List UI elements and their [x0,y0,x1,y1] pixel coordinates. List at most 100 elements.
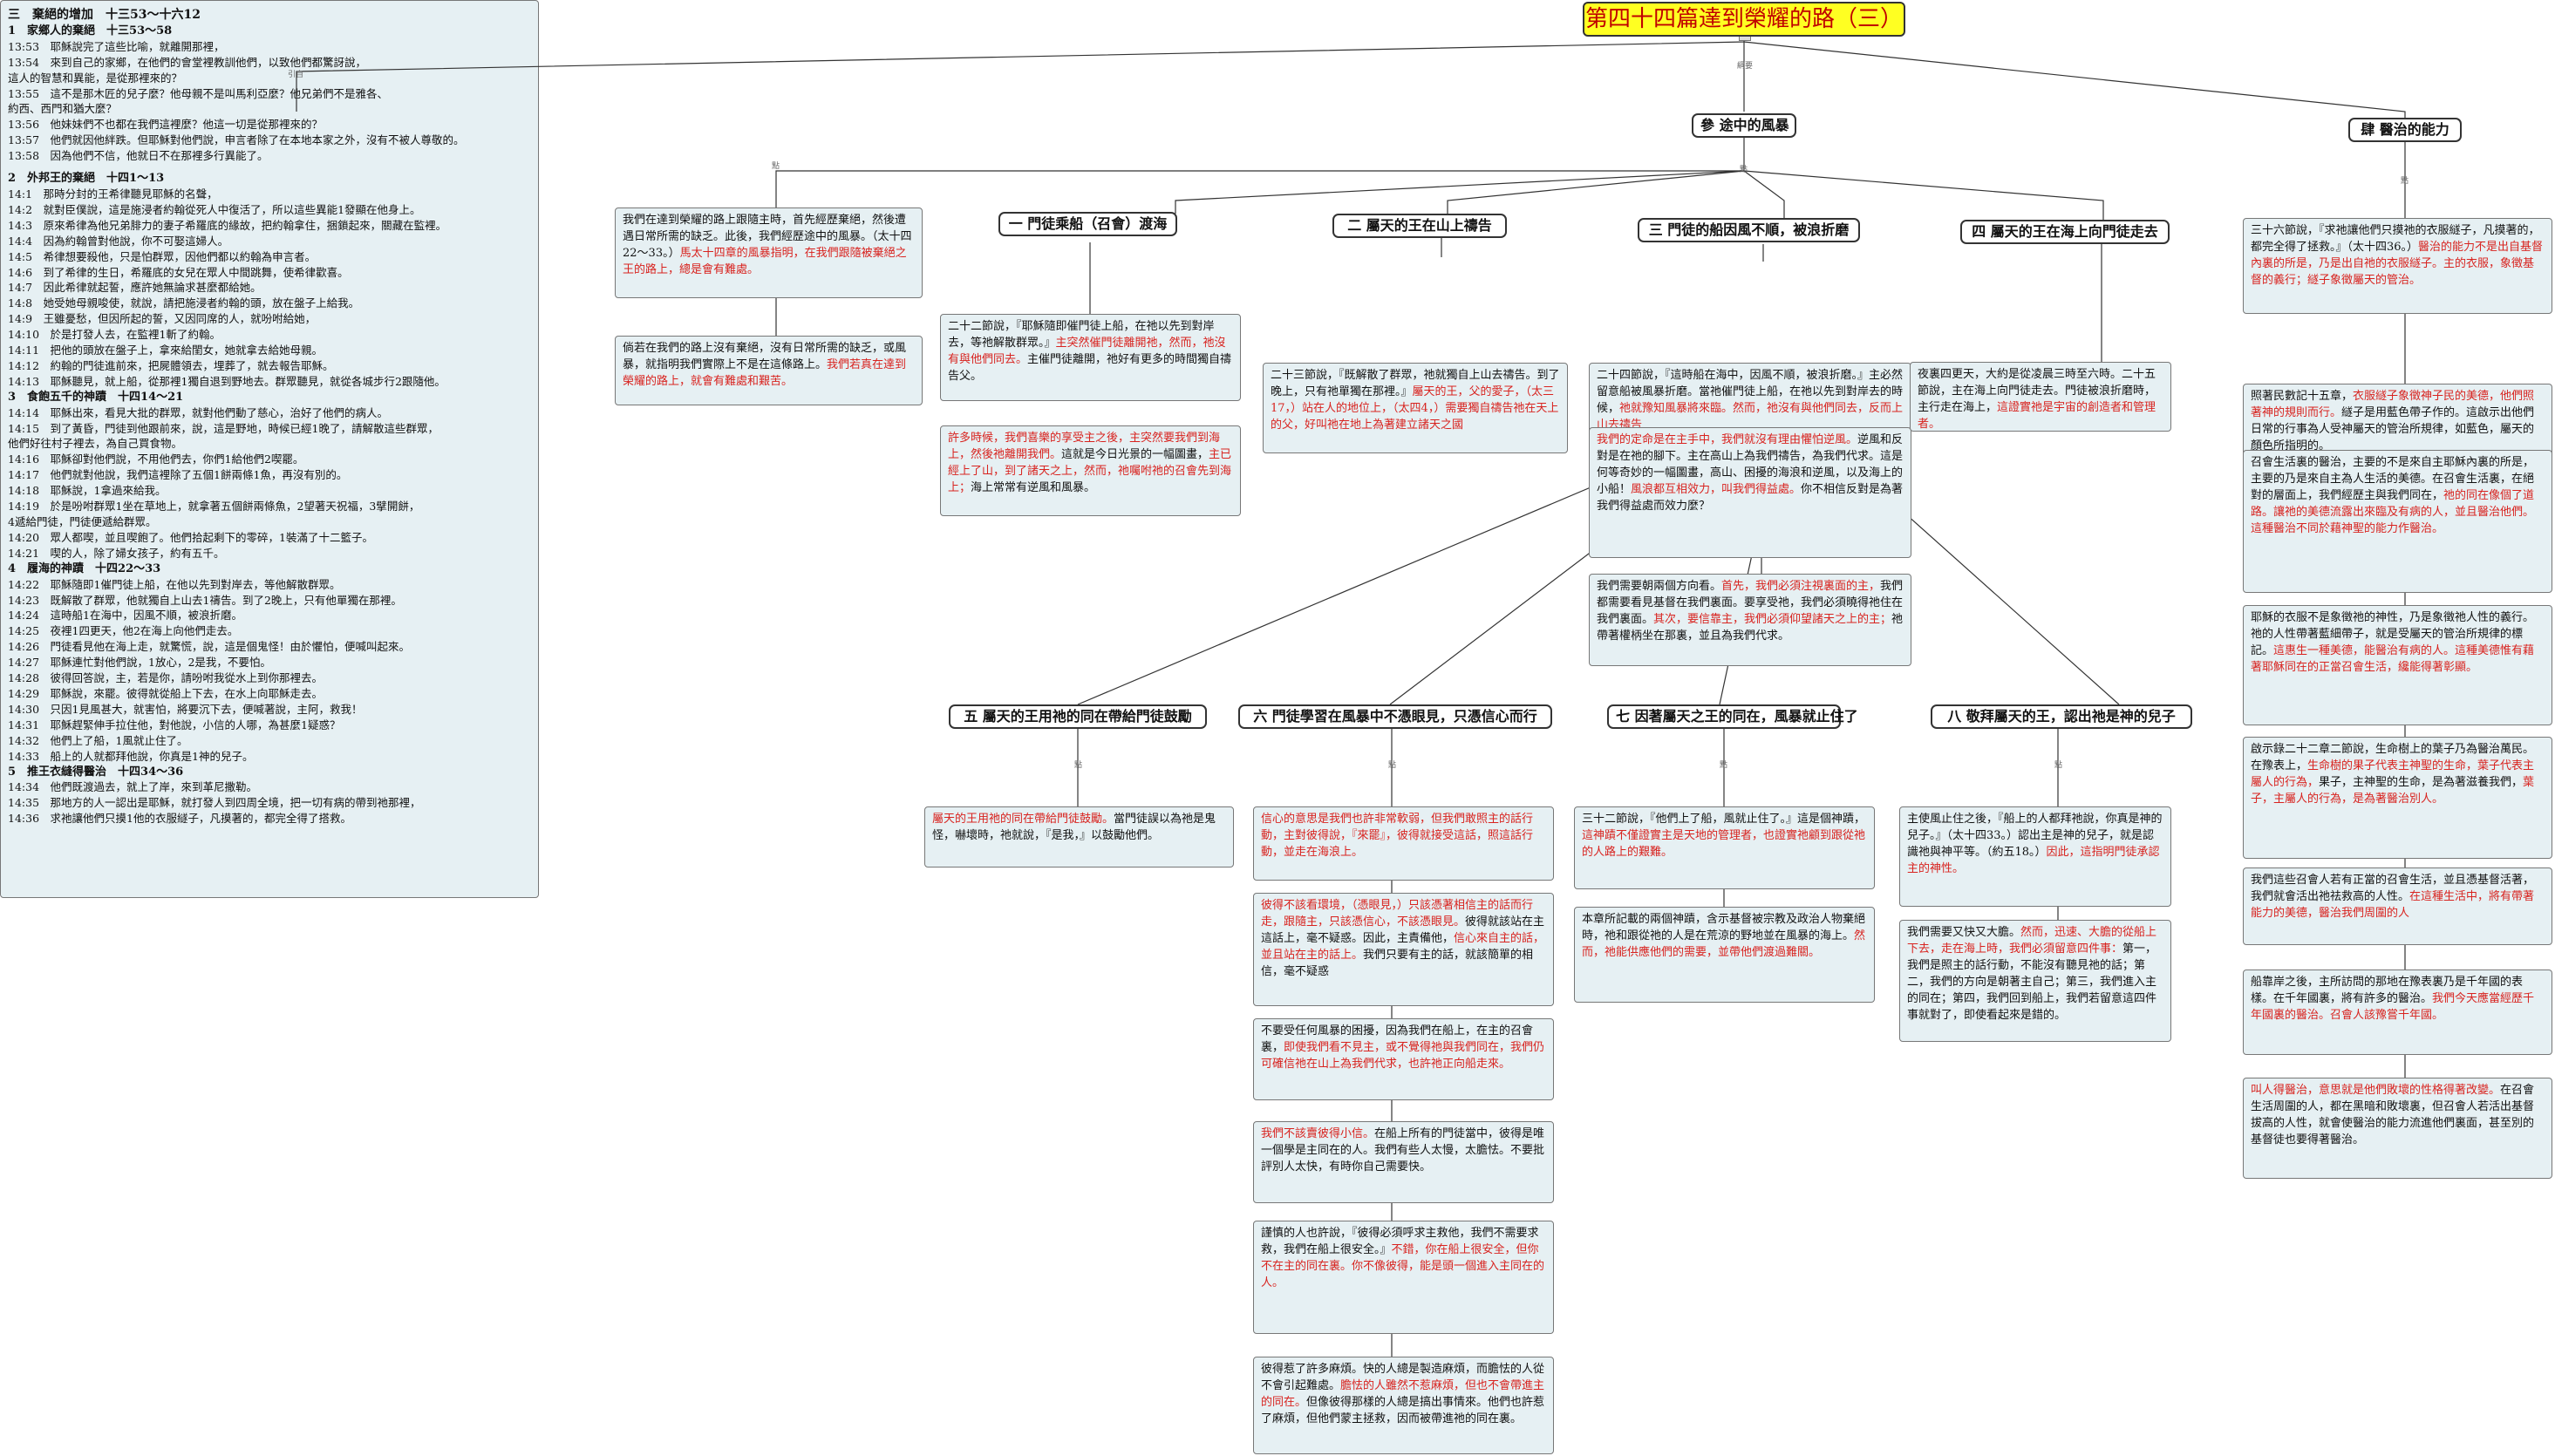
text-run: 衣服繸子象徵神子民的美德，他們照著神的規則而行。 [2251,390,2535,419]
link-label-point: 點 [1388,761,1397,770]
sub3-box-3: 我們需要朝兩個方向看。首先，我們必須注視裏面的主，我們都需要看見基督在我們裏面。… [1589,574,1911,666]
text-run: 我們這些召會人若有正當的召會生活，並且憑基督活著，我們就會活出祂祛救高的人性。 [2251,874,2535,903]
verse-line: 14:8 她受她母親唆使，就說，請把施浸者約翰的頭，放在盤子上給我。 [8,296,360,310]
verse-line: 14:33 船上的人就都拜他說，你真是1神的兒子。 [8,749,254,763]
text-run: 我們若真在達到榮耀的路上，就會有難處和艱苦。 [623,358,907,388]
sub6-box-2: 彼得不該看環境，（憑眼見，）只該憑著相信主的話而行走，跟隨主，只該憑信心，不該憑… [1253,893,1554,1006]
text-run: 二十四節說，『這時船在海中，因風不順，被浪折磨。』主必然留意船被風暴折磨。當祂催… [1597,369,1904,415]
link-label-point: 點 [1074,761,1083,770]
text-run: 這就是今日光景的一幅圖畫， [1061,448,1209,461]
verse-line: 14:18 耶穌說，1拿過來給我。 [8,484,167,498]
text-run: 你不相信反對是為著我們得益處而效力麼？ [1597,483,1904,513]
verse-line: 14:27 耶穌連忙對他們說，1放心，2是我，不要怕。 [8,656,271,670]
text-run: 第一，我們是照主的話行動，不能沒有聽見祂的話；第二，我們的方向是朝著主自己；第三… [1907,942,2157,1022]
sub5-heading[interactable]: 五 屬天的王用祂的同在帶給門徒鼓勵 [949,704,1207,729]
subsection-heading: 4 履海的神蹟 十四22～33 [8,561,161,575]
sub4-heading[interactable]: 四 屬天的王在海上向門徒走去 [1960,220,2170,244]
sub1-heading[interactable]: 一 門徒乘船（召會）渡海 [998,212,1177,236]
text-run: 主的衣服，象徵基督的義行；繸子象徵屬天的管治。 [2251,257,2535,287]
text-run: 信心的意思是我們也許非常軟弱，但我們敢照主的話行動，主對彼得說，『來罷』，彼得就… [1261,813,1534,859]
text-run: 主催門徒離開，祂好有更多的時間獨自禱告父。 [948,353,1232,383]
text-run: 首先，我們必須注視裏面的主， [1721,580,1881,593]
verse-line: 4遞給門徒，門徒便遞給群眾。 [8,515,157,528]
link-label-outline: 綱要 [1737,62,1754,71]
sub3-box-2: 我們的定命是在主手中，我們就沒有理由懼怕逆風。逆風和反對是在祂的腳下。主在高山上… [1589,427,1911,558]
text-run: 祂帶著權柄坐在那裏，並且為我們代求。 [1597,613,1904,643]
sub2-heading[interactable]: 二 屬天的王在山上禱告 [1332,214,1507,238]
subsection-heading: 3 食飽五千的神蹟 十四14～21 [8,390,184,404]
verse-line: 14:5 希律想要殺他，只是怕群眾，因他們都以約翰為申言者。 [8,249,317,263]
text-run: 風浪都互相效力，叫我們得益處。 [1631,483,1802,496]
link-label-point: 點 [2401,177,2409,186]
text-run: 夜裏四更天，大約是從凌晨三時至六時。二十五節說，主在海上向門徒走去。門徒被浪折磨… [1918,368,2156,414]
verse-line: 他們好往村子裡去，為自己買食物。 [8,437,183,451]
healing-box-4: 耶穌的衣服不是象徵祂的神性，乃是象徵祂人性的義行。祂的人性帶著藍細帶子，就是受屬… [2243,605,2552,725]
text-run: 在這種生活中，將有帶著能力的美德，醫治我們周圍的人 [2251,890,2535,920]
sub1-box-1: 二十二節說，『耶穌隨即催門徒上船，在祂以先到對岸去，等祂解散群眾。』主突然催門徒… [940,314,1241,401]
text-run: 因此，這指明門徒承認主的神性。 [1907,846,2160,875]
sub7-heading[interactable]: 七 因著屬天之王的同在，風暴就止住了 [1607,704,1858,729]
verse-line: 14:22 耶穌隨即1催門徒上船，在他以先到對岸去，等他解散群眾。 [8,577,341,591]
sub7-box-2: 本章所記載的兩個神蹟，含示基督被宗教及政治人物棄絕時，祂和跟從祂的人是在荒涼的野… [1574,907,1875,1003]
text-run: 祂的同在像個了道路。讓祂的美德流露出來臨及有病的人，並且醫治他們。這種醫治不同於… [2251,489,2535,535]
text-run: 海上常常有逆風和風暴。 [971,481,1096,494]
text-run: 信心來自主的話，並且站在主的話上。 [1261,932,1545,962]
text-run: 召會生活裏的醫治，主要的不是來自主耶穌內裏的所是，主要的乃是來自主為人生活的美德… [2251,456,2535,502]
subsection-heading: 5 推王衣縫得醫治 十四34～36 [8,765,184,779]
verse-line: 13:57 他們就因他絆跌。但耶穌對他們說，申言者除了在本地本家之外，沒有不被人… [8,133,465,147]
link-label-point: 點 [772,162,780,171]
text-run: 這惠生一種美德，能醫治有病的人。這種美德惟有藉著耶穌同在的正當召會生活，纔能得著… [2251,644,2535,674]
sub6-box-5: 謹慎的人也許說，『彼得必須呼求主救他，我們不需要求救，我們在船上很安全。』不錯，… [1253,1221,1554,1334]
verse-line: 14:6 到了希律的生日，希羅底的女兒在眾人中間跳舞，使希律歡喜。 [8,265,349,279]
verse-line: 14:24 這時船1在海中，因風不順，被浪折磨。 [8,609,242,623]
verse-line: 14:19 於是吩咐群眾1坐在草地上，就拿著五個餅兩條魚，2望著天祝福，3擘開餅… [8,500,420,514]
text-run: 當門徒誤以為祂是鬼怪，嚇壞時，祂就說，『是我，』以鼓勵他們。 [932,813,1216,842]
text-run: 照著民數記十五章， [2251,390,2354,403]
verse-line: 13:53 耶穌說完了這些比喻，就離開那裡， [8,39,225,53]
verse-line: 14:16 耶穌卻對他們說，不用他們去，你們1給他們2喫罷。 [8,452,304,466]
text-run: 耶穌的衣服不是象徵祂的神性，乃是象徵祂人性的義行。祂的人性帶著藍細帶子，就是受屬… [2251,611,2535,657]
verse-line: 13:55 這不是那木匠的兒子麼？他母親不是叫馬利亞麼？他兄弟們不是雅各、 [8,86,389,100]
text-run: 二十二節說，『耶穌隨即催門徒上船，在祂以先到對岸去，等祂解散群眾。』 [948,320,1215,350]
verse-line: 14:36 求祂讓他們只摸1他的衣服繸子，凡摸著的，都完全得了搭救。 [8,812,351,826]
branch-four-heading[interactable]: 肆 醫治的能力 [2348,118,2462,142]
verse-line: 14:25 夜裡1四更天，他2在海上向他們走去。 [8,624,239,638]
subsection-heading: 1 家鄉人的棄絕 十三53～58 [8,24,173,37]
text-run: 謹慎的人也許說，『彼得必須呼求主救他，我們不需要求救，我們在船上很安全。』 [1261,1227,1539,1256]
text-run: 膽怯的人雖然不惹麻煩，但也不會帶進主的同在。 [1261,1379,1545,1409]
healing-box-1: 三十六節說，『求祂讓他們只摸祂的衣服繸子，凡摸著的，都完全得了拯救。』（太十四3… [2243,218,2552,314]
text-run: 逆風和反對是在祂的腳下。主在高山上為我們禱告，為我們代求。這是何等奇妙的一幅圖畫… [1597,433,1904,496]
text-run: 即使我們看不見主，或不覺得祂與我們同在，我們仍可確信祂在山上為我們代求，也許祂正… [1261,1041,1545,1071]
sub3-heading[interactable]: 三 門徒的船因風不順，被浪折磨 [1638,218,1860,242]
verse-line: 14:3 原來希律為他兄弟腓力的妻子希羅底的緣故，把約翰拿住，捆鎖起來，關藏在監… [8,218,447,232]
sub8-heading[interactable]: 八 敬拜屬天的王，認出祂是神的兒子 [1931,704,2192,729]
verse-line: 14:26 門徒看見他在海上走，就驚慌，說，這是個鬼怪！由於懼怕，便喊叫起來。 [8,640,411,654]
sub6-box-6: 彼得惹了許多麻煩。快的人總是製造麻煩，而膽怯的人從不會引起難處。膽怯的人雖然不惹… [1253,1357,1554,1454]
text-run: 在召會生活周圍的人，都在黑暗和敗壞裏，但召會人若活出基督拔高的人性，就會使醫治的… [2251,1084,2535,1146]
branch-three-heading[interactable]: 參 途中的風暴 [1692,113,1796,138]
sub8-box-2: 我們需要又快又大膽。然而，迅速、大膽的從船上下去，走在海上時，我們必須留意四件事… [1899,920,2171,1042]
sub1-box-2: 許多時候，我們喜樂的享受主之後，主突然要我們到海上，然後祂離開我們。這就是今日光… [940,425,1241,516]
text-run: 三十二節說，『他們上了船，風就止住了。』這是個神蹟， [1582,813,1866,826]
text-run: 倘若在我們的路上沒有棄絕，沒有日常所需的缺乏，或風暴，就指明我們實際上不是在這條… [623,342,907,371]
text-run: 不要受任何風暴的困擾，因為我們在船上，在主的召會裏， [1261,1024,1534,1054]
link-label-intro: 引自 [288,71,304,79]
text-run: 主突然催門徒離開祂，然而，祂沒有與他們同去。 [948,337,1226,366]
text-run: 二十三節說，『既解散了群眾，祂就獨自上山去禱告。到了晚上，只有祂單獨在那裡。』 [1271,369,1560,398]
verse-line: 14:7 因此希律就起誓，應許她無論求甚麼都給她。 [8,281,262,295]
sub4-box-1: 夜裏四更天，大約是從凌晨三時至六時。二十五節說，主在海上向門徒走去。門徒被浪折磨… [1910,362,2171,432]
verse-line: 14:31 耶穌趕緊伸手拉住他，對他說，小信的人哪，為甚麼1疑惑？ [8,718,341,731]
verse-line: 14:1 那時分封的王希律聽見耶穌的名聲， [8,187,218,201]
verse-line: 14:29 耶穌說，來罷。彼得就從船上下去，在水上向耶穌走去。 [8,686,324,700]
verse-line: 14:11 把他的頭放在盤子上，拿來給閨女，她就拿去給她母親。 [8,344,324,357]
verse-line: 13:58 因為他們不信，他就日不在那裡多行異能了。 [8,149,269,163]
sub6-box-1: 信心的意思是我們也許非常軟弱，但我們敢照主的話行動，主對彼得說，『來罷』，彼得就… [1253,806,1554,881]
root-title[interactable]: 第四十四篇達到榮耀的路（三） [1583,2,1905,37]
sub6-heading[interactable]: 六 門徒學習在風暴中不憑眼見，只憑信心而行 [1238,704,1552,729]
verse-line: 14:30 只因1見風甚大，就害怕，將要沉下去，便喊著說，主阿，救我！ [8,702,363,716]
verse-line: 這人的智慧和異能，是從那裡來的？ [8,71,183,85]
text-run: 彼得不該看環境，（憑眼見，）只該憑著相信主的話而行走，跟隨主，只該憑信心，不該憑… [1261,899,1534,929]
text-run: 彼得惹了許多麻煩。快的人總是製造麻煩，而膽怯的人從不會引起難處。 [1261,1363,1545,1392]
intro-box-1: 我們在達到榮耀的路上跟隨主時，首先經歷棄絕，然後遭遇日常所需的缺乏。此後，我們經… [615,208,923,298]
